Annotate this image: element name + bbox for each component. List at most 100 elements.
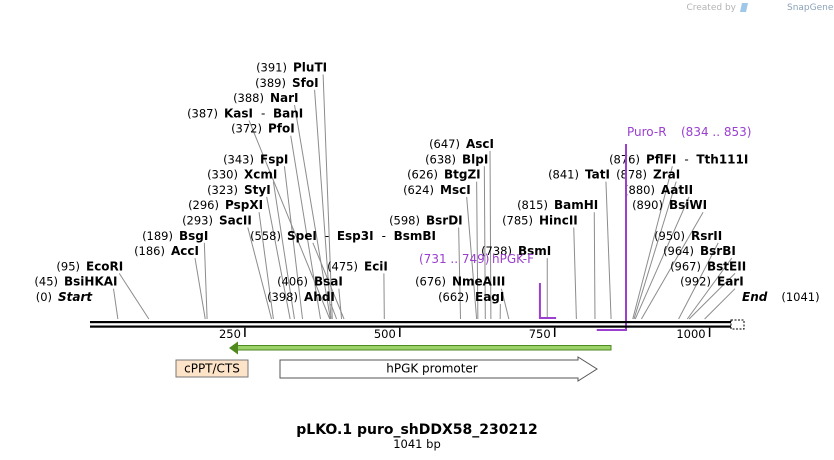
site-label-rsrii[interactable]: (950)RsrII — [654, 229, 722, 243]
site-label-ecii[interactable]: (475) EciI — [327, 259, 388, 273]
primer-puro-r[interactable]: Puro-R (834 .. 853) — [596, 125, 752, 331]
site-leader-line — [322, 74, 333, 320]
site-label-asci[interactable]: (647)AscI — [429, 137, 494, 151]
site-leader-line — [476, 181, 479, 320]
site-position: (389) — [255, 76, 286, 90]
site-name: MscI — [440, 183, 471, 197]
site-position: (876) — [609, 152, 640, 166]
site-leader-line — [641, 211, 704, 320]
site-position: (45) — [34, 275, 58, 289]
site-label-blpi[interactable]: (638) BlpI — [425, 152, 488, 166]
site-label-bsiwi[interactable]: (890)BsiWI — [632, 198, 707, 212]
site-position: (475) — [327, 259, 358, 273]
site-label-kasi[interactable]: (387)KasI-BanI — [187, 106, 303, 120]
site-label-eagi[interactable]: (662)EagI — [438, 290, 504, 304]
site-label-eari[interactable]: (992)EarI — [680, 275, 744, 289]
site-name-alt: BanI — [273, 106, 303, 120]
site-name: FspI — [260, 152, 288, 166]
site-label-ahdi[interactable]: (398)AhdI — [267, 290, 335, 304]
site-position: (880) — [624, 183, 655, 197]
site-label-bsrdi[interactable]: (598)BsrDI — [389, 214, 463, 228]
site-name: AatII — [661, 183, 693, 197]
sequence-length: 1041 bp — [393, 437, 441, 451]
site-leader-line — [489, 150, 492, 320]
site-position: (391) — [256, 61, 287, 75]
site-leader-line — [272, 181, 295, 320]
site-leader-line — [605, 181, 612, 320]
site-name: TatI — [585, 168, 610, 182]
site-name: RsrII — [691, 229, 722, 243]
site-label-btgzi[interactable]: (626)BtgZI — [407, 168, 481, 182]
site-name: BlpI — [462, 152, 488, 166]
site-label-xcmi[interactable]: (330)XcmI — [207, 168, 277, 182]
site-label-nmeaiii[interactable]: (676)NmeAIII — [415, 275, 505, 289]
site-label-bsai[interactable]: (406)BsaI — [277, 275, 343, 289]
site-leader-line — [466, 196, 478, 320]
site-leader-line — [330, 303, 338, 320]
site-label-spei[interactable]: (558)SpeI-Esp3I-BsmBI — [250, 229, 436, 243]
site-name: EcoRI — [86, 259, 123, 273]
feature-hpgk-promoter[interactable]: hPGK promoter — [279, 356, 598, 382]
site-label-sacii[interactable]: (293)SacII — [182, 214, 252, 228]
site-label-pflfi[interactable]: (876)PflFI-Tth111I — [609, 152, 748, 166]
feature-hpgk-promoter-label: hPGK promoter — [386, 362, 478, 376]
site-separator: - — [382, 229, 386, 243]
watermark-brand: SnapGene — [787, 3, 834, 13]
site-label-start[interactable]: (0) Start — [36, 290, 94, 304]
site-position: (624) — [403, 183, 434, 197]
site-leader-line — [290, 135, 321, 320]
site-name: EagI — [475, 290, 504, 304]
site-label-styi[interactable]: (323)StyI — [207, 183, 271, 197]
primer-name: Puro-R — [627, 125, 667, 139]
site-position: (676) — [415, 275, 446, 289]
site-label-end[interactable]: End(1041) — [742, 290, 820, 304]
site-label-bsteii[interactable]: (967)BstEII — [670, 259, 746, 273]
site-leader-line — [688, 273, 736, 320]
ruler-tick: 750 — [529, 327, 556, 341]
primer-hpgk-f[interactable]: (731 .. 749)hPGK-F — [419, 252, 557, 319]
site-label-zrai[interactable]: (878)ZraI — [616, 168, 680, 182]
site-label-ecori[interactable]: (95)EcoRI — [56, 259, 123, 273]
site-label-nari[interactable]: (388) NarI — [233, 91, 298, 105]
site-name: Start — [58, 290, 93, 304]
site-name: HincII — [539, 214, 578, 228]
site-label-tati[interactable]: (841)TatI — [548, 168, 610, 182]
site-label-bsgi[interactable]: (189)BsgI — [142, 229, 208, 243]
site-label-aatii[interactable]: (880) AatII — [624, 183, 693, 197]
backbone-end-cap-icon — [730, 319, 745, 330]
site-leader-line — [203, 242, 208, 320]
site-leader-line — [312, 242, 345, 320]
site-label-pspxi[interactable]: (296)PspXI — [188, 198, 263, 212]
site-leader-line — [633, 181, 677, 320]
primer-range: (834 .. 853) — [681, 125, 751, 139]
sequence-backbone — [90, 319, 745, 330]
site-leader-line — [593, 212, 596, 320]
site-label-pfoi[interactable]: (372)PfoI — [231, 122, 295, 136]
site-label-pluti[interactable]: (391)PluTI — [256, 61, 327, 75]
feature-cppt-cts[interactable]: cPPT/CTS — [175, 359, 249, 378]
site-label-fspi[interactable]: (343)FspI — [223, 152, 288, 166]
site-leader-line — [500, 288, 510, 320]
site-label-acci[interactable]: (186)AccI — [134, 244, 199, 258]
site-leader-line — [194, 258, 206, 320]
site-name: AhdI — [304, 290, 335, 304]
site-labels: (0) Start(45)BsiHKAI (95)EcoRI (186)AccI(18… — [34, 61, 819, 305]
site-position: (638) — [425, 152, 456, 166]
site-name: BamHI — [554, 198, 598, 212]
site-leader-line — [458, 227, 462, 320]
site-label-msci[interactable]: (624) MscI — [403, 183, 471, 197]
site-label-hincii[interactable]: (785)HincII — [502, 214, 578, 228]
site-label-bamhi[interactable]: (815)BamHI — [517, 198, 598, 212]
site-name: BsgI — [179, 229, 208, 243]
site-leader-line — [573, 227, 577, 320]
site-name: EciI — [364, 259, 388, 273]
primer-name: hPGK-F — [492, 252, 534, 266]
site-label-bsmi[interactable]: (738)BsmI — [481, 244, 551, 258]
site-label-sfoi[interactable]: (389)SfoI — [255, 76, 319, 90]
site-name: NarI — [270, 91, 299, 105]
site-position: (388) — [233, 91, 264, 105]
site-position: (0) — [36, 290, 52, 304]
site-label-bsihkai[interactable]: (45)BsiHKAI — [34, 275, 117, 289]
site-label-bsrbi[interactable]: (964)BsrBI — [663, 244, 736, 258]
